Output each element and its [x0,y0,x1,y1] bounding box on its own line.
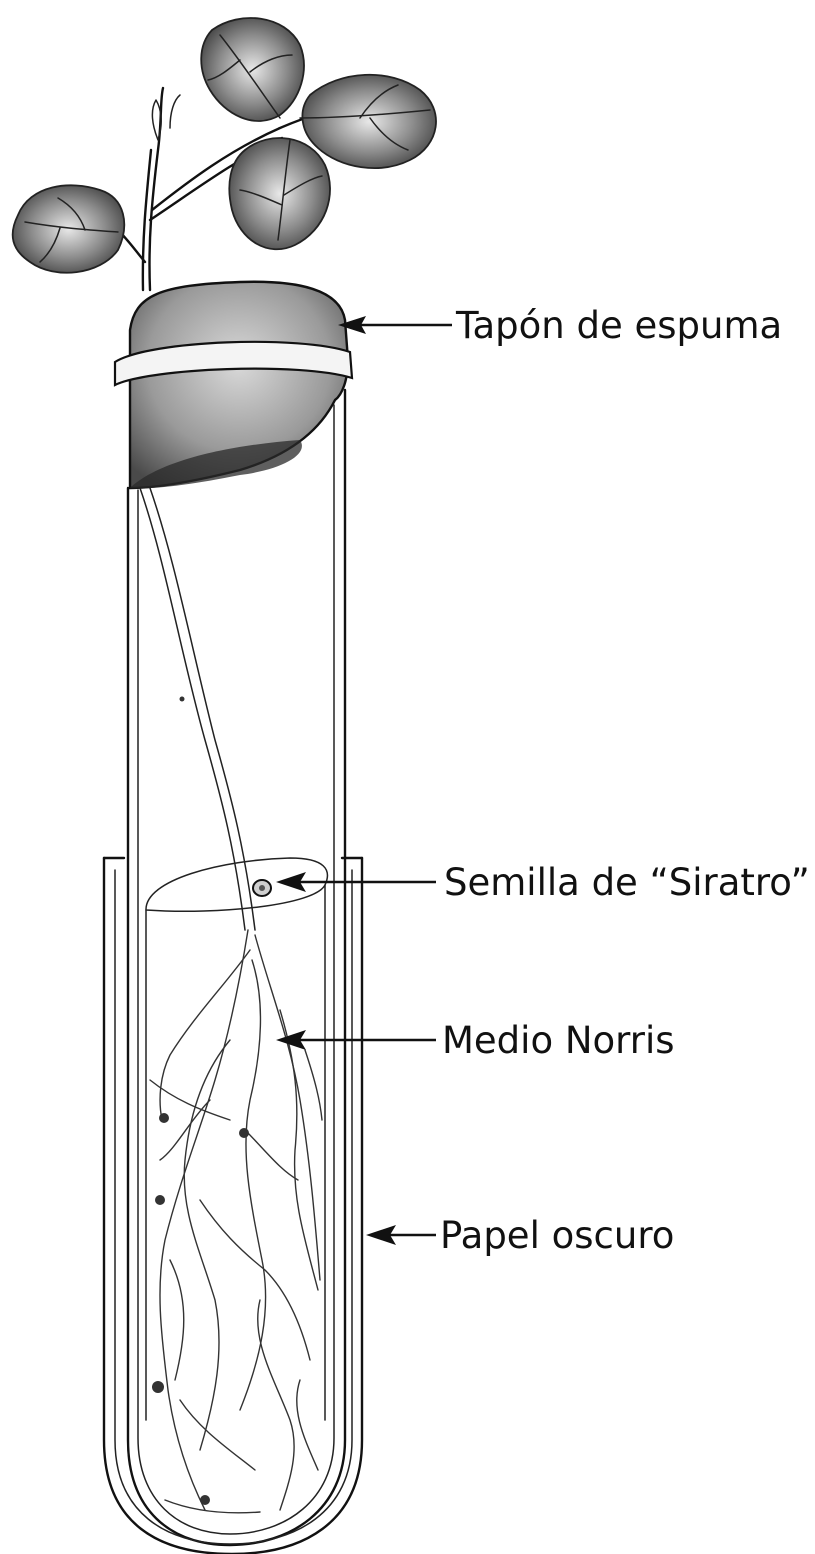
arrow-paper [366,1225,436,1245]
dark-paper-sleeve [104,858,362,1554]
leaf-top [201,18,304,121]
leaf-right [300,75,436,168]
arrow-medium [276,1030,436,1050]
leaf-left [13,185,125,272]
root-system [140,488,322,1513]
norris-medium [146,858,327,1420]
label-stopper: Tapón de espuma [455,304,782,347]
siratro-seed [253,880,271,896]
label-paper: Papel oscuro [440,1214,674,1257]
arrow-seed [276,872,436,892]
label-seed: Semilla de “Siratro” [444,861,810,904]
arrow-stopper [338,316,452,334]
foam-stopper [115,282,352,489]
label-medium: Medio Norris [442,1019,675,1062]
leaf-bottom [229,138,330,249]
